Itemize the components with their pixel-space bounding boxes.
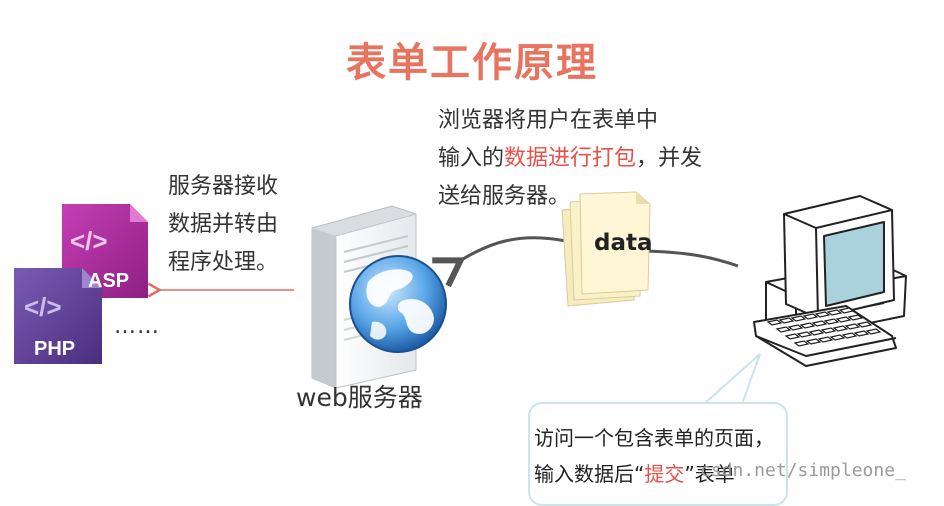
keyboard-key (778, 317, 795, 324)
keyboard-key (784, 333, 801, 340)
keyboard-key (799, 322, 816, 329)
client-callout-text: 访问一个包含表单的页面， 输入数据后“提交”表单 (534, 420, 794, 492)
data-packet-label: data (594, 230, 653, 256)
data-packet-icon (561, 191, 651, 307)
client-callout-highlight: 提交 (644, 462, 685, 486)
callout-pointer (703, 353, 761, 405)
keyboard-key (826, 309, 843, 316)
client-callout-line1: 访问一个包含表单的页面， (534, 426, 774, 450)
keyboard-key (805, 338, 822, 345)
send-arrow-tail (643, 249, 739, 268)
keyboard-key (793, 340, 810, 347)
keyboard-key (841, 332, 858, 339)
keyboard-key (847, 314, 864, 321)
server-note-line1: 服务器接收 (168, 174, 279, 199)
server-note-line3: 程序处理。 (168, 250, 279, 275)
page-title: 表单工作原理 (346, 40, 598, 86)
keyboard-key (835, 316, 852, 323)
keyboard-key (787, 324, 804, 331)
diagram-graphics (14, 191, 907, 405)
send-arrow (432, 236, 567, 288)
asp-code-glyph: </> (70, 226, 108, 256)
keyboard-key (796, 331, 813, 338)
browser-note-line2: 输入的数据进行打包，并发 (438, 140, 738, 178)
keyboard-keys (766, 307, 882, 347)
keyboard-key (853, 330, 870, 337)
keyboard-key (856, 321, 873, 328)
keyboard-key (838, 307, 855, 314)
asp-label: ASP (88, 270, 130, 292)
client-callout-line2-suffix: ”表单 (684, 462, 735, 486)
keyboard-key (775, 326, 792, 333)
more-programs-ellipsis: …… (114, 314, 160, 339)
php-label: PHP (34, 338, 76, 360)
browser-note-line2-suffix: ，并发 (636, 146, 703, 171)
keyboard-key (823, 318, 840, 325)
keyboard-key (811, 320, 828, 327)
keyboard-key (820, 327, 837, 334)
php-code-glyph: </> (24, 292, 62, 322)
keyboard-key (790, 315, 807, 322)
browser-note-highlight: 数据进行打包 (504, 146, 637, 171)
keyboard-key (766, 319, 783, 326)
keyboard-key (829, 334, 846, 341)
php-file-icon (14, 268, 102, 364)
client-callout (528, 402, 788, 506)
watermark: csdn.net/simpleone_ (700, 460, 906, 481)
server-note-line2: 数据并转由 (168, 212, 279, 237)
browser-note-line2-prefix: 输入的 (438, 146, 505, 171)
keyboard-key (802, 313, 819, 320)
keyboard-key (832, 325, 849, 332)
client-callout-line2: 输入数据后“提交”表单 (534, 456, 794, 492)
server-note: 服务器接收 数据并转由 程序处理。 (168, 168, 308, 282)
client-callout-line2-prefix: 输入数据后“ (534, 462, 645, 486)
browser-note-line1: 浏览器将用户在表单中 (438, 108, 659, 133)
server-label: web服务器 (296, 383, 423, 412)
keyboard-key (817, 336, 834, 343)
keyboard-key (808, 329, 825, 336)
browser-note-line3: 送给服务器。 (438, 184, 571, 209)
browser-note: 浏览器将用户在表单中 输入的数据进行打包，并发 送给服务器。 (438, 102, 738, 216)
keyboard-key (844, 323, 861, 330)
keyboard-key (865, 328, 882, 335)
keyboard-key (814, 311, 831, 318)
globe-icon (349, 255, 447, 353)
